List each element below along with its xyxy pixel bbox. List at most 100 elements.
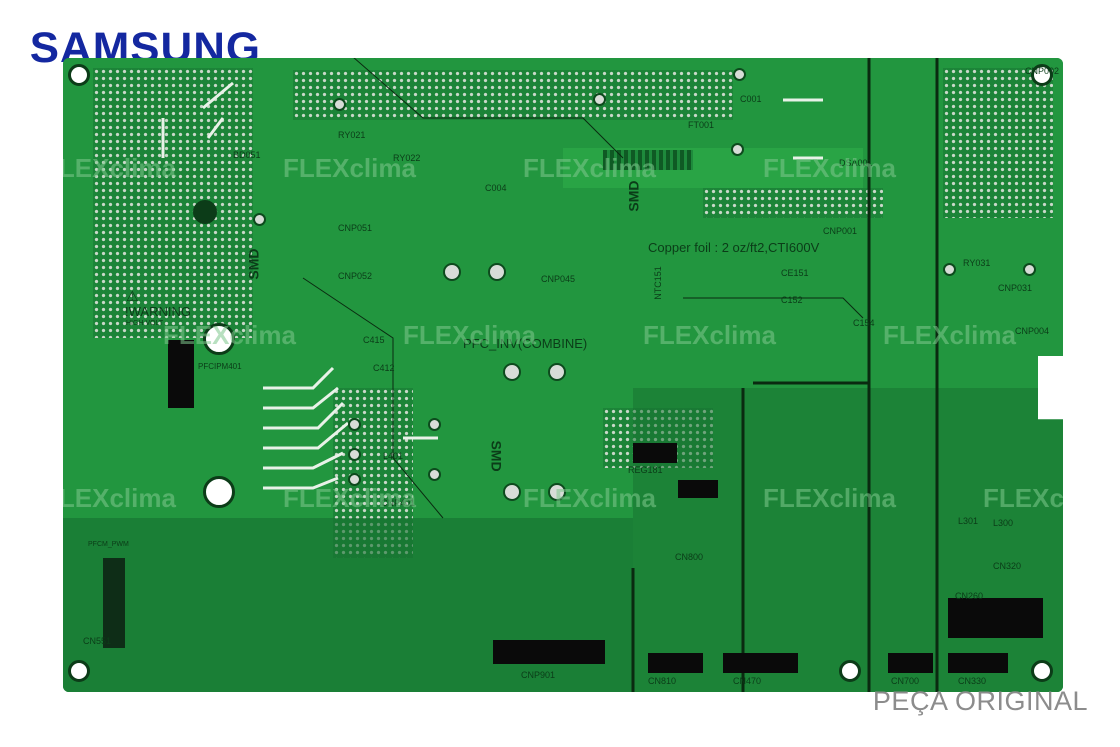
ref-label: C154 [853,318,875,328]
watermark: FLEXclima [403,320,536,350]
watermark: FLEXclima [163,320,296,350]
solder-pad [488,263,506,281]
ref-label: PFCM_PWM [88,541,129,548]
connector-cn551 [103,558,125,648]
mounting-hole [1031,64,1053,86]
smd-label: SMD [488,440,505,472]
watermark: FLEXclima [63,153,176,183]
solder-pad [428,418,441,431]
solder-dot-area [293,70,733,120]
ref-label: L301 [958,516,979,526]
ref-label: L300 [993,518,1014,528]
ref-label: CE151 [781,268,809,278]
solder-pad [503,483,521,501]
ref-label: CN470 [733,676,762,686]
original-part-label: PEÇA ORIGINAL [872,686,1088,716]
screw-hole [203,323,235,355]
solder-pad [428,468,441,481]
ref-label: CNP401 [381,498,416,508]
ref-label: CNP045 [541,274,576,284]
watermark: FLEXclima [763,483,896,513]
ref-label: REG181 [628,465,663,475]
solder-dot-area [943,68,1053,218]
solder-pad [348,418,361,431]
ref-label: CN551 [83,636,112,646]
watermark: FLEXclima [643,320,776,350]
screw-hole [193,200,217,224]
ref-label: RY031 [963,258,991,268]
solder-pad [503,363,521,381]
smd-label: SMD [245,248,262,280]
connector-cn260 [948,598,1043,638]
watermark: FLEXclima [283,483,416,513]
ref-label: C001 [740,94,762,104]
ref-label: CNP901 [521,670,556,680]
ref-label: C412 [373,363,395,373]
ref-label: RY022 [393,153,421,163]
watermark: FLEXclima [983,483,1063,513]
solder-pad [333,98,346,111]
solder-pad [943,263,956,276]
ref-label: CN800 [675,552,704,562]
ref-label: CNP052 [338,271,373,281]
watermark: FLEXclima [763,153,896,183]
screw-hole [203,476,235,508]
ref-label: CN810 [648,676,677,686]
watermark: FLEXclima [883,320,1016,350]
connector-cn700 [888,653,933,673]
solder-pad [733,68,746,81]
ref-label: DSA001 [839,158,873,168]
copper-foil-note: Copper foil : 2 oz/ft2,CTI600V [648,240,820,255]
high-volt-label: HIGH VOLT [126,320,164,327]
ref-label: C004 [485,183,507,193]
ref-label: CNP001 [823,226,858,236]
watermark: FLEXclima [523,153,656,183]
ref-label: C152 [781,295,803,305]
ipm-label: PFCIPM401 [198,362,242,371]
ref-label: CNP004 [1015,326,1050,336]
ref-label: BD051 [233,150,261,160]
solder-pad [548,483,566,501]
ground-plane [633,388,1063,692]
warning-triangle-icon: ⚠ [126,288,139,304]
regulator-reg181 [633,443,677,463]
ref-label: FT001 [688,120,715,130]
ref-label: CNP031 [998,283,1033,293]
solder-pad [348,448,361,461]
ref-label: L401 [383,451,404,461]
solder-dot-area [703,188,883,218]
connector-cnp901 [493,640,605,664]
mounting-hole [68,660,90,682]
ref-label: CNP051 [338,223,373,233]
pcb-board: Copper foil : 2 oz/ft2,CTI600V PFC_INV(C… [63,58,1063,692]
ref-label: RY021 [338,130,366,140]
solder-pad [348,473,361,486]
ref-label: C415 [363,335,385,345]
ipm-module [168,340,194,408]
solder-pad [731,143,744,156]
regulator [678,480,718,498]
solder-pad [443,263,461,281]
ref-label: CNP002 [1025,66,1060,76]
ref-label: NTC151 [652,266,663,300]
ref-label: CN330 [958,676,987,686]
solder-dot-area [93,68,253,338]
smd-pad-array [603,150,693,170]
connector-cn330 [948,653,1008,673]
pcb-traces [161,58,939,692]
solder-pad [253,213,266,226]
ref-label: CN320 [993,561,1022,571]
mounting-hole [839,660,861,682]
module-label: PFC_INV(COMBINE) [463,336,588,351]
watermark: FLEXclima [283,153,416,183]
solder-pad [593,93,606,106]
smd-label: SMD [625,180,642,212]
connector-cn810 [648,653,703,673]
warning-label: !WARNING [125,304,191,319]
mounting-hole [1031,660,1053,682]
connector-cn470 [723,653,798,673]
solder-pad [1023,263,1036,276]
ref-label: CN260 [955,591,984,601]
solder-pad [548,363,566,381]
mounting-hole [68,64,90,86]
